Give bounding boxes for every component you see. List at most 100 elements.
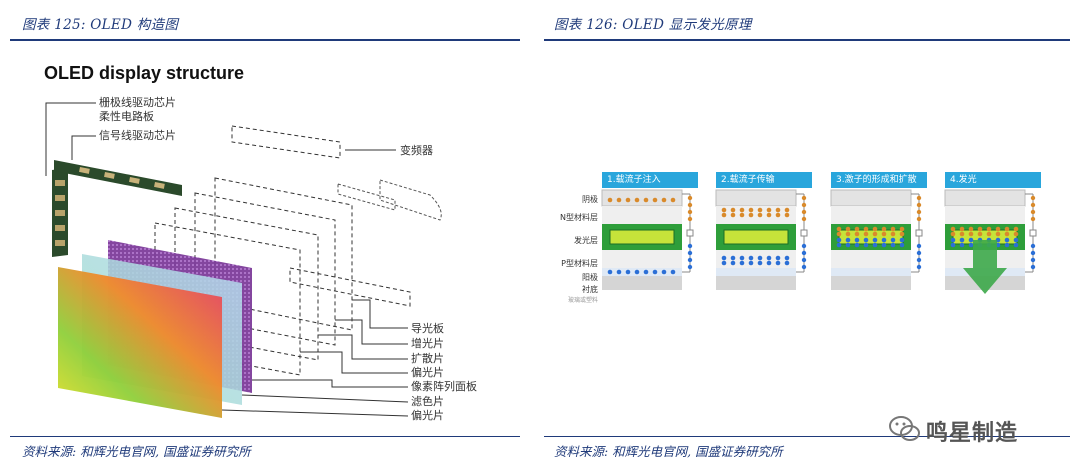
- electron-dot: [625, 197, 631, 203]
- electron-dot: [757, 212, 763, 218]
- hole-dot: [881, 242, 887, 248]
- electron-dot: [950, 231, 956, 237]
- substrate-layer: [831, 276, 911, 290]
- signal-driver-board: [54, 160, 182, 196]
- cathode-layer: [830, 189, 912, 207]
- electron-dot: [1030, 195, 1036, 201]
- hole-dot: [801, 264, 807, 270]
- footer-rule: [544, 436, 1070, 437]
- electron-dot: [1030, 209, 1036, 215]
- hole-dot: [739, 255, 745, 261]
- electron-dot: [845, 226, 851, 232]
- hole-dot: [784, 255, 790, 261]
- electron-dot: [661, 197, 667, 203]
- electron-dot: [607, 197, 613, 203]
- electron-dot: [801, 209, 807, 215]
- electron-dot: [836, 231, 842, 237]
- hole-dot: [968, 242, 974, 248]
- electron-dot: [643, 197, 649, 203]
- electron-dot: [801, 202, 807, 208]
- n-type-layer: [945, 206, 1025, 224]
- cathode-layer: [601, 189, 683, 207]
- electron-dot: [916, 195, 922, 201]
- electron-dot: [1004, 226, 1010, 232]
- hole-dot: [1004, 242, 1010, 248]
- hole-dot: [748, 260, 754, 266]
- label-color-filter: 滤色片: [411, 395, 444, 408]
- oled-exploded-diagram: [45, 102, 442, 418]
- electron-dot: [995, 231, 1001, 237]
- electron-dot: [739, 207, 745, 213]
- anode-layer: [831, 268, 911, 276]
- hole-dot: [959, 237, 965, 243]
- hole-dot: [1030, 257, 1036, 263]
- hole-dot: [863, 237, 869, 243]
- hole-dot: [1004, 237, 1010, 243]
- hole-dot: [872, 237, 878, 243]
- electron-dot: [784, 207, 790, 213]
- hole-dot: [890, 242, 896, 248]
- electron-dot: [977, 226, 983, 232]
- emissive-core: [609, 229, 675, 245]
- oled-emission-stages-diagram: [601, 189, 1037, 294]
- label-gate-driver: 栅极线驱动芯片: [99, 96, 176, 109]
- footer-rule: [10, 436, 520, 437]
- light-emission-arrow: [963, 240, 1007, 294]
- label-polarizer-bottom: 偏光片: [411, 409, 444, 422]
- hole-dot: [730, 260, 736, 266]
- electron-dot: [863, 226, 869, 232]
- hole-dot: [607, 269, 613, 275]
- electron-dot: [739, 212, 745, 218]
- hole-dot: [916, 264, 922, 270]
- electron-dot: [881, 231, 887, 237]
- stage-title: 4.发光: [945, 172, 1041, 188]
- electron-dot: [1004, 231, 1010, 237]
- electron-dot: [652, 197, 658, 203]
- hole-dot: [766, 255, 772, 261]
- hole-dot: [968, 237, 974, 243]
- hole-dot: [757, 255, 763, 261]
- stage-title: 2.载流子传输: [716, 172, 812, 188]
- electron-dot: [916, 216, 922, 222]
- layer-label-p-type: P型材料层: [561, 259, 598, 268]
- electron-dot: [757, 207, 763, 213]
- layer-label-substrate: 衬底: [582, 285, 598, 294]
- hole-dot: [687, 264, 693, 270]
- label-pixel-array: 像素阵列面板: [411, 380, 477, 393]
- hole-dot: [661, 269, 667, 275]
- electron-dot: [916, 202, 922, 208]
- anode-layer: [716, 268, 796, 276]
- electron-dot: [730, 207, 736, 213]
- electron-dot: [687, 209, 693, 215]
- wechat-icon: [889, 416, 920, 441]
- electron-dot: [899, 226, 905, 232]
- electron-dot: [968, 231, 974, 237]
- electron-dot: [748, 207, 754, 213]
- left-figure-panel: 图表 125: OLED 构造图 OLED display structure: [0, 0, 530, 476]
- n-type-layer: [716, 206, 796, 224]
- hole-dot: [836, 242, 842, 248]
- electron-dot: [959, 231, 965, 237]
- electron-dot: [863, 231, 869, 237]
- hole-dot: [766, 260, 772, 266]
- electron-dot: [634, 197, 640, 203]
- electron-dot: [968, 226, 974, 232]
- hole-dot: [836, 237, 842, 243]
- cathode-layer: [715, 189, 797, 207]
- n-type-layer: [831, 206, 911, 224]
- electron-dot: [1013, 226, 1019, 232]
- electron-dot: [916, 209, 922, 215]
- stage-panel-4: 4.发光: [945, 172, 1041, 290]
- stage-panel-2: 2.载流子传输: [716, 172, 812, 290]
- electron-dot: [616, 197, 622, 203]
- hole-dot: [625, 269, 631, 275]
- hole-dot: [959, 242, 965, 248]
- hole-dot: [845, 242, 851, 248]
- hole-dot: [1013, 237, 1019, 243]
- hole-dot: [634, 269, 640, 275]
- hole-dot: [1030, 264, 1036, 270]
- hole-dot: [1030, 250, 1036, 256]
- hole-dot: [950, 242, 956, 248]
- hole-dot: [687, 250, 693, 256]
- hole-dot: [775, 255, 781, 261]
